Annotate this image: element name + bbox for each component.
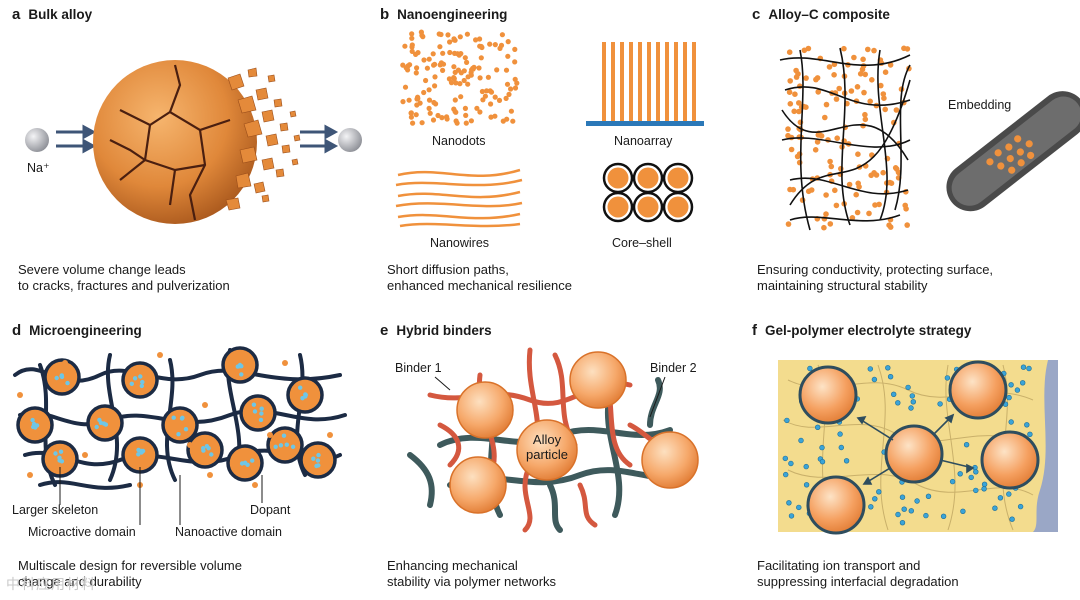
panel-letter: a [12,6,21,23]
alloy-particles [798,360,1040,535]
ion-transport-arrows [856,413,975,485]
crack-lines [109,64,231,221]
alloy-particle [449,456,507,514]
caption-line: Ensuring conductivity, protecting surfac… [757,262,994,277]
nanowires-icon [395,168,523,228]
alloy-label-line: particle [526,447,568,462]
panel-c-caption: Ensuring conductivity, protecting surfac… [757,262,993,294]
sodium-ion-left-icon [25,128,49,152]
binder-1-label: Binder 1 [395,361,442,375]
panel-a-caption: Severe volume change leads to cracks, fr… [18,262,230,294]
caption-line: Enhancing mechanical [387,558,518,573]
alloy-sphere [93,60,257,224]
panel-a-title: a Bulk alloy [12,6,92,23]
alloy-particle [641,431,699,489]
bulk-alloy-diagram [25,60,362,224]
caption-line: enhanced mechanical resilience [387,278,573,293]
panel-d-title: d Microengineering [12,322,142,339]
panel-title-text: Bulk alloy [28,7,93,22]
core-shell-icon [602,162,694,223]
carbon-network [779,47,911,231]
embedding-fiber [946,91,1080,212]
panel-e-title: e Hybrid binders [380,322,492,339]
panel-f-caption: Facilitating ion transport and suppressi… [757,558,959,590]
pulverized-fragments [225,67,301,211]
caption-line: suppressing interfacial degradation [757,574,959,589]
panel-c-title: c Alloy–C composite [752,6,890,23]
panel-letter: b [380,6,390,23]
nanoarray-label: Nanoarray [614,134,673,148]
arrow-in-icon [56,124,97,154]
nanoarray-icon [586,42,704,126]
panel-letter: d [12,322,22,339]
panel-title-text: Hybrid binders [396,323,492,338]
microactive-domains [16,346,337,482]
nanoengineering-diagram [395,29,704,228]
nanodots-cluster [400,29,520,126]
panel-b-caption: Short diffusion paths, enhanced mechanic… [387,262,572,294]
caption-line: to cracks, fractures and pulverization [18,278,230,293]
caption-line: Severe volume change leads [18,262,186,277]
watermark-text: 中科应用材料 [6,576,96,592]
panel-e-caption: Enhancing mechanical stability via polym… [387,558,556,590]
hybrid-binders-diagram [407,347,699,533]
caption-line: change and durability [18,574,142,589]
alloy-label-line: Alloy [532,432,562,447]
panel-title-text: Nanoengineering [397,7,508,22]
leader-lines [59,467,263,525]
leader-lines [434,376,666,418]
nanodots-label: Nanodots [432,134,486,148]
panel-f-title: f Gel-polymer electrolyte strategy [752,322,971,339]
caption-line: maintaining structural stability [757,278,928,293]
panel-letter: f [752,322,757,339]
alloy-carbon-diagram [779,45,1080,231]
binder-2-label: Binder 2 [650,361,697,375]
dopant-label: Dopant [250,503,291,517]
nanowires-label: Nanowires [430,236,490,250]
alloy-particle [569,351,627,409]
larger-skeleton-label: Larger skeleton [12,503,99,517]
caption-line: Short diffusion paths, [387,262,509,277]
nanoactive-label: Nanoactive domain [175,525,283,539]
alloy-particle [456,381,514,439]
alloy-particle-main [516,419,578,481]
microactive-label: Microactive domain [28,525,136,539]
caption-line: stability via polymer networks [387,574,557,589]
panel-b-title: b Nanoengineering [380,6,507,23]
panel-letter: e [380,322,389,339]
sodium-ion-right-icon [338,128,362,152]
panel-title-text: Alloy–C composite [768,7,890,22]
arrow-out-icon [300,124,339,154]
dopant-dots [17,352,333,488]
microengineering-diagram [13,346,347,525]
sodium-ion-label: Na⁺ [27,161,50,175]
core-shell-label: Core–shell [612,236,672,250]
panel-d-caption: Multiscale design for reversible volume … [18,558,242,590]
panel-title-text: Microengineering [29,323,142,338]
panel-letter: c [752,6,761,23]
panel-title-text: Gel-polymer electrolyte strategy [765,323,972,338]
caption-line: Multiscale design for reversible volume [18,558,242,573]
caption-line: Facilitating ion transport and [757,558,921,573]
embedding-label: Embedding [948,98,1012,112]
alloy-particle-label: Alloy particle [517,432,577,462]
gel-polymer-diagram [778,360,1058,535]
